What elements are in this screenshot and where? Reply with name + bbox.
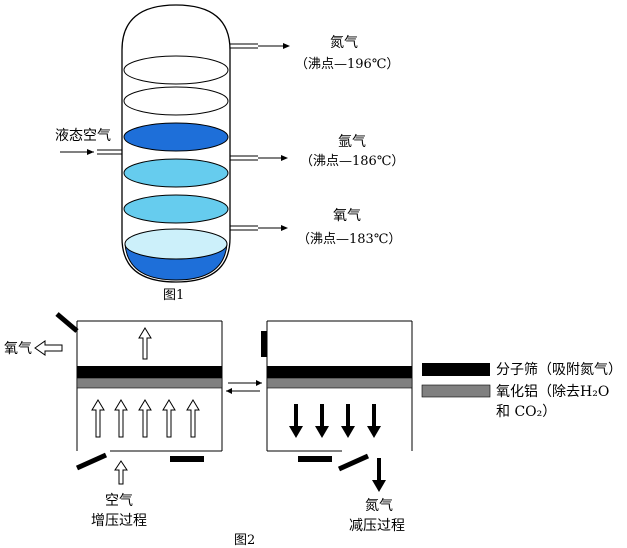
input-label: 液态空气 bbox=[55, 128, 111, 144]
legend bbox=[421, 363, 491, 398]
top-valve-open bbox=[55, 312, 79, 333]
tray-pale bbox=[124, 228, 228, 260]
sieve-layer bbox=[77, 366, 222, 378]
fig2-caption: 图2 bbox=[234, 533, 255, 548]
bottom-valve-closed bbox=[298, 456, 332, 462]
outlet-top bbox=[230, 43, 290, 49]
outlet-middle bbox=[230, 155, 288, 161]
output-bp-3: （沸点—183℃） bbox=[297, 232, 401, 247]
air-label: 空气 bbox=[105, 493, 133, 509]
tray-light-blue-1 bbox=[123, 158, 229, 188]
output-name-1: 氮气 bbox=[330, 35, 358, 51]
alumina-layer bbox=[76, 377, 223, 389]
distillation-column bbox=[60, 4, 290, 283]
output-bp-1: （沸点—196℃） bbox=[295, 57, 399, 72]
depressurize-label: 减压过程 bbox=[349, 518, 405, 534]
top-valve-closed bbox=[261, 331, 267, 357]
legend-label-alumina: 氧化铝（除去H₂O bbox=[496, 384, 609, 400]
oxygen-outlet-arrow bbox=[34, 340, 63, 356]
right-bed bbox=[261, 320, 413, 492]
left-bed bbox=[34, 312, 223, 485]
pressurize-label: 增压过程 bbox=[91, 513, 147, 529]
output-name-2: 氩气 bbox=[338, 134, 366, 150]
legend-swatch-alumina bbox=[421, 384, 491, 398]
legend-label-sieve: 分子筛（吸附氮气） bbox=[496, 362, 622, 378]
output-bp-2: （沸点—186℃） bbox=[300, 154, 404, 169]
output-name-3: 氧气 bbox=[333, 208, 361, 224]
bottom-valve-open bbox=[75, 452, 108, 471]
legend-swatch-sieve bbox=[422, 363, 490, 376]
tray-white-2 bbox=[123, 86, 229, 116]
tray-deep-blue bbox=[123, 122, 229, 152]
tray-light-blue-2 bbox=[123, 194, 229, 224]
outlet-bottom bbox=[230, 225, 288, 231]
down-arrows bbox=[289, 404, 386, 492]
up-arrows bbox=[91, 327, 200, 485]
bottom-valve-closed bbox=[170, 456, 204, 462]
oxygen-label: 氧气 bbox=[4, 341, 32, 357]
bottom-valve-open bbox=[337, 453, 370, 472]
nitrogen-label: 氮气 bbox=[365, 498, 393, 514]
sieve-layer bbox=[267, 366, 412, 378]
alumina-layer bbox=[266, 377, 413, 389]
fig1-caption: 图1 bbox=[163, 288, 184, 303]
tray-white-1 bbox=[123, 55, 229, 85]
legend-label-alumina-2: 和 CO₂） bbox=[496, 404, 556, 420]
swap-arrow bbox=[226, 380, 262, 394]
